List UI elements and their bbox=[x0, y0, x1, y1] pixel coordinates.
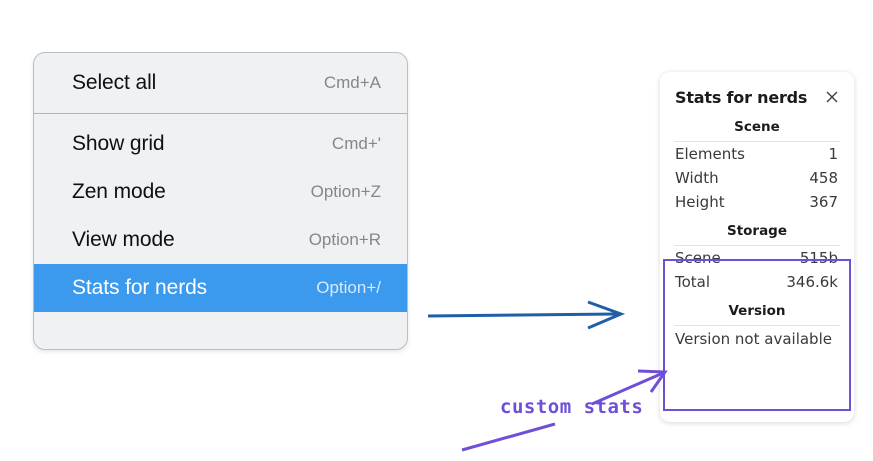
menu-item-shortcut: Option+/ bbox=[316, 278, 381, 297]
stat-row: Scene 515b bbox=[660, 246, 854, 270]
stat-key: Scene bbox=[675, 249, 721, 267]
stat-value: 458 bbox=[809, 169, 838, 187]
stat-value: 367 bbox=[809, 193, 838, 211]
section-heading-storage: Storage bbox=[726, 223, 788, 239]
stats-for-nerds-panel: Stats for nerds Scene Elements 1 Width 4… bbox=[660, 72, 854, 422]
section-rule bbox=[674, 245, 840, 246]
custom-stats-annotation-label: custom stats bbox=[500, 396, 644, 418]
panel-title: Stats for nerds bbox=[675, 87, 808, 107]
menu-item-label: Zen mode bbox=[72, 180, 166, 203]
menu-item-shortcut: Option+Z bbox=[310, 182, 381, 201]
panel-header: Stats for nerds bbox=[660, 84, 854, 110]
section-rule bbox=[674, 325, 840, 326]
stat-key: Elements bbox=[675, 145, 745, 163]
stat-row: Total 346.6k bbox=[660, 270, 854, 294]
purple-underline-annotation bbox=[461, 422, 556, 452]
menu-item-label: Select all bbox=[72, 71, 157, 94]
stat-value: 515b bbox=[799, 249, 838, 267]
menu-item-label: Stats for nerds bbox=[72, 276, 208, 299]
stat-value: 346.6k bbox=[786, 273, 838, 291]
stat-row: Height 367 bbox=[660, 190, 854, 214]
section-rule bbox=[674, 141, 840, 142]
menu-item-zen-mode[interactable]: Zen mode Option+Z bbox=[34, 168, 407, 216]
stat-row: Elements 1 bbox=[660, 142, 854, 166]
blue-arrow-annotation bbox=[427, 300, 626, 330]
section-heading-scene: Scene bbox=[734, 119, 780, 135]
menu-item-shortcut: Option+R bbox=[308, 230, 381, 249]
menu-item-shortcut: Cmd+' bbox=[331, 134, 381, 153]
menu-item-view-mode[interactable]: View mode Option+R bbox=[34, 216, 407, 264]
section-heading-version: Version bbox=[728, 303, 786, 319]
stat-key: Height bbox=[675, 193, 725, 211]
menu-item-shortcut: Cmd+A bbox=[323, 73, 381, 92]
menu-separator bbox=[34, 113, 407, 114]
stat-key: Width bbox=[675, 169, 719, 187]
close-icon[interactable] bbox=[824, 89, 840, 105]
stat-row: Width 458 bbox=[660, 166, 854, 190]
stat-key: Total bbox=[675, 273, 711, 291]
menu-item-show-grid[interactable]: Show grid Cmd+' bbox=[34, 120, 407, 168]
version-value: Version not available bbox=[675, 330, 832, 348]
menu-group-1: Select all Cmd+A bbox=[34, 53, 407, 113]
menu-item-select-all[interactable]: Select all Cmd+A bbox=[34, 59, 407, 107]
stat-value: 1 bbox=[828, 145, 838, 163]
context-menu[interactable]: Select all Cmd+A Show grid Cmd+' Zen mod… bbox=[33, 52, 408, 350]
menu-group-2: Show grid Cmd+' Zen mode Option+Z View m… bbox=[34, 114, 407, 318]
menu-item-label: View mode bbox=[72, 228, 175, 251]
menu-item-stats-for-nerds[interactable]: Stats for nerds Option+/ bbox=[34, 264, 407, 312]
menu-item-label: Show grid bbox=[72, 132, 165, 155]
